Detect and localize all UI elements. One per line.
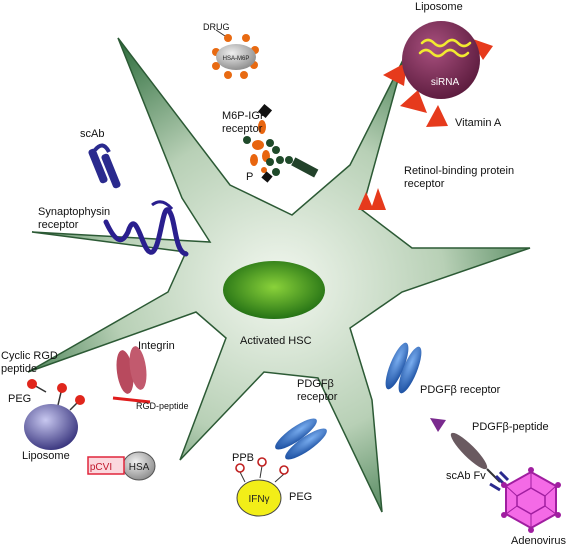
scab-antibody	[88, 143, 121, 189]
pdgf-peptide-label: PDGFβ-peptide	[472, 421, 549, 433]
rgd-peptide-label: RGD-peptide	[136, 401, 189, 411]
adenovirus-construct	[430, 418, 561, 533]
synaptophysin-receptor	[103, 207, 189, 257]
m6p-igf-receptor-label: M6P-IGF receptor	[222, 110, 267, 135]
rgd-peg-label: PEG	[8, 393, 32, 405]
synaptophysin-label: Synaptophysin receptor	[38, 206, 111, 231]
integrin	[112, 346, 151, 404]
integrin-label: Integrin	[138, 340, 175, 352]
pdgf-receptor-right	[385, 342, 422, 394]
vitamin-a-label: Vitamin A	[455, 117, 502, 129]
synaptophysin-loop	[151, 200, 174, 210]
hsa-label: HSA	[129, 462, 150, 473]
rbp-receptor-label: Retinol-binding protein receptor	[404, 165, 515, 190]
ifn-conjugate	[235, 457, 289, 517]
pcvi-label: pCVI	[90, 462, 112, 473]
scab-fv-label: scAb Fv	[446, 470, 486, 482]
activated-hsc-label: Activated HSC	[240, 335, 312, 347]
sirna-liposome	[383, 21, 493, 127]
rgd-liposome	[24, 379, 85, 450]
ifn-gamma-label: IFNγ	[248, 494, 269, 505]
m6p-igf-receptor	[243, 103, 319, 183]
sirna-label: siRNA	[431, 77, 460, 88]
ifn-peg-label: PEG	[289, 491, 313, 503]
drug-label: DRUG	[203, 22, 230, 32]
m6p-phosphate-label: P	[246, 171, 253, 183]
adenovirus-label: Adenovirus	[511, 535, 567, 547]
hsa-m6p-label: HSA-M6P	[223, 56, 250, 62]
pdgf-receptor-right-label: PDGFβ receptor	[420, 384, 501, 396]
ppb-label: PPB	[232, 452, 255, 464]
drug-conjugate	[212, 29, 259, 79]
pdgf-receptor-bottom	[275, 418, 327, 460]
pdgf-receptor-bottom-label: PDGFβ receptor	[297, 378, 338, 403]
pcvi-hsa-conjugate	[87, 451, 156, 481]
rgd-liposome-label: Liposome	[22, 450, 70, 462]
cyclic-rgd-label: Cyclic RGD peptide	[1, 350, 58, 375]
scab-label: scAb	[80, 128, 105, 140]
liposome-title: Liposome	[415, 1, 463, 13]
nucleus	[223, 261, 325, 319]
rbp-receptor	[358, 188, 386, 210]
